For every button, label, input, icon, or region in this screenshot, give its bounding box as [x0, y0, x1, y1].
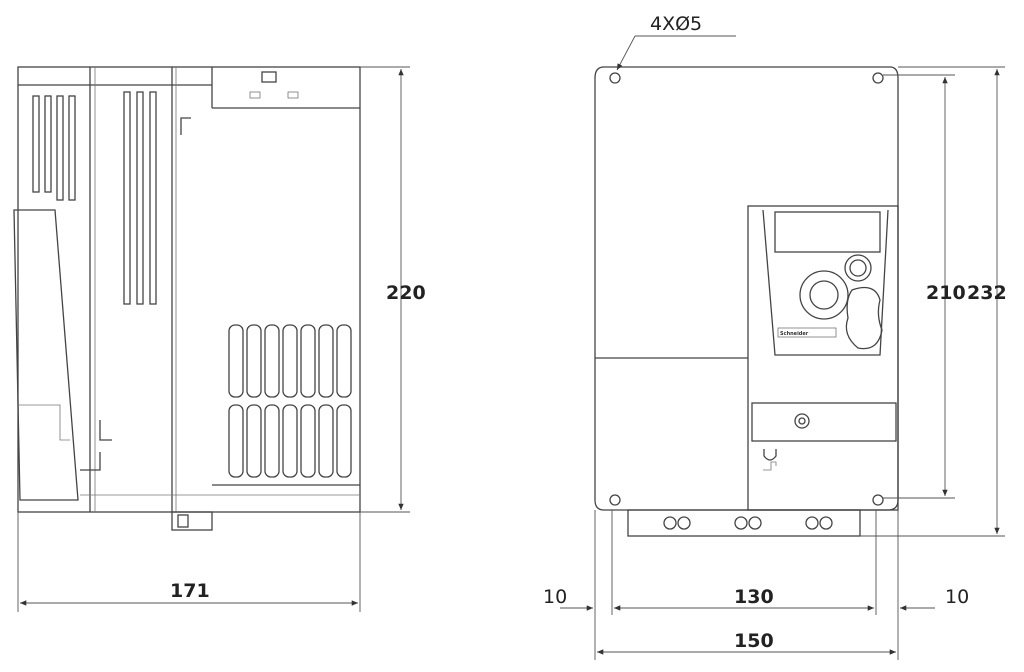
total-height-label: 232: [967, 282, 1007, 304]
vent-slots-right: [228, 324, 352, 478]
side-depth-label: 171: [170, 580, 210, 602]
mount-hole: [609, 72, 621, 84]
terminals: [663, 516, 833, 530]
margin-right-label: 10: [945, 586, 969, 608]
brand-label: Schneider: [780, 331, 809, 337]
mount-hole: [872, 72, 884, 84]
mount-height-label: 210: [926, 282, 966, 304]
side-view: 220 171: [13, 66, 426, 612]
front-view: Schneider 4XØ5 210 232 10: [543, 13, 1007, 660]
control-dial: [799, 270, 849, 320]
total-width-label: 150: [734, 630, 774, 652]
vent-slots-left: [32, 91, 157, 305]
hole-note: 4XØ5: [650, 13, 702, 35]
run-button: [844, 254, 872, 282]
mount-hole: [609, 494, 621, 506]
margin-left-label: 10: [543, 586, 567, 608]
mount-hole: [872, 494, 884, 506]
mount-width-label: 130: [734, 586, 774, 608]
side-height-label: 220: [386, 282, 426, 304]
